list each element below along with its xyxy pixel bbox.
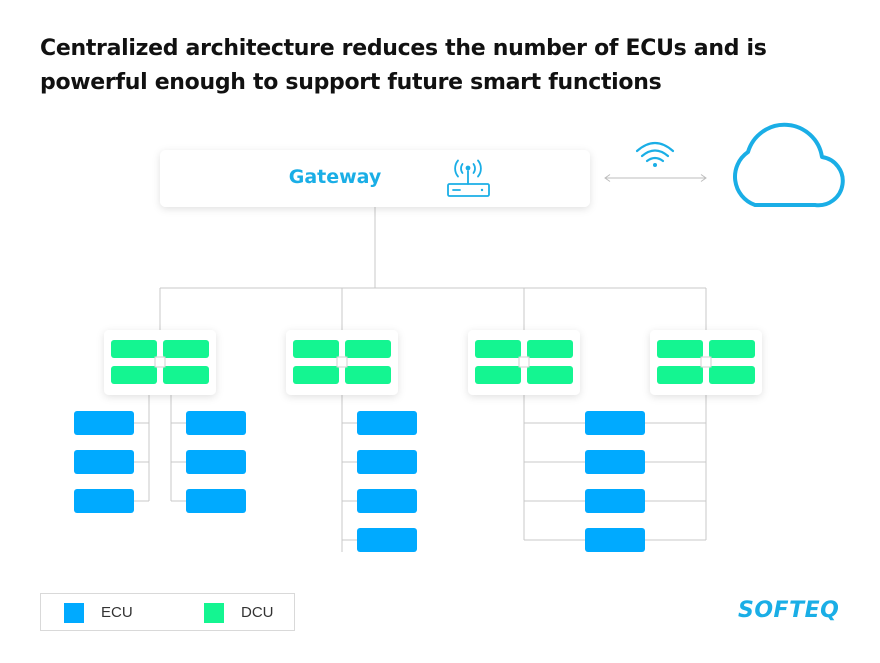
gateway-label: Gateway xyxy=(288,166,382,188)
router-icon xyxy=(447,159,490,197)
dcu-block xyxy=(709,340,755,358)
dcu-block xyxy=(293,340,339,358)
dcu-block xyxy=(163,340,209,358)
ecu-block xyxy=(74,450,134,474)
dcu-group-4 xyxy=(650,330,762,395)
double-arrow-icon xyxy=(604,174,707,182)
ecu-block xyxy=(74,489,134,513)
dcu-group-3 xyxy=(468,330,580,395)
dcu-block xyxy=(163,366,209,384)
ecu-block xyxy=(186,489,246,513)
ecu-block xyxy=(585,489,645,513)
dcu-block xyxy=(657,366,703,384)
legend-label-ecu: ECU xyxy=(101,604,133,621)
ecu-block xyxy=(585,528,645,552)
gateway-box xyxy=(160,150,590,207)
dcu-block xyxy=(475,366,521,384)
ecu-block xyxy=(186,411,246,435)
wifi-icon xyxy=(635,141,675,167)
dcu-block xyxy=(657,340,703,358)
legend-label-dcu: DCU xyxy=(241,604,274,621)
ecu-block xyxy=(357,411,417,435)
dcu-swatch xyxy=(204,603,224,623)
dcu-group-1 xyxy=(104,330,216,395)
title-line-1: Centralized architecture reduces the num… xyxy=(40,36,767,61)
dcu-block xyxy=(709,366,755,384)
ecu-blocks xyxy=(74,411,645,552)
dcu-group-2 xyxy=(286,330,398,395)
dcu-block xyxy=(111,366,157,384)
ecu-block xyxy=(357,450,417,474)
brand-logo: SOFTEQ xyxy=(738,598,840,623)
ecu-block xyxy=(585,411,645,435)
dcu-block xyxy=(527,340,573,358)
ecu-block xyxy=(357,489,417,513)
title-line-2: powerful enough to support future smart … xyxy=(40,70,662,95)
legend: ECU DCU xyxy=(40,593,295,631)
diagram-title: Centralized architecture reduces the num… xyxy=(40,32,840,100)
ecu-block xyxy=(585,450,645,474)
dcu-block xyxy=(293,366,339,384)
cloud-icon xyxy=(733,122,845,208)
ecu-block xyxy=(74,411,134,435)
ecu-block xyxy=(186,450,246,474)
ecu-block xyxy=(357,528,417,552)
dcu-block xyxy=(111,340,157,358)
ecu-swatch xyxy=(64,603,84,623)
dcu-block xyxy=(527,366,573,384)
dcu-block xyxy=(345,340,391,358)
dcu-block xyxy=(475,340,521,358)
dcu-block xyxy=(345,366,391,384)
